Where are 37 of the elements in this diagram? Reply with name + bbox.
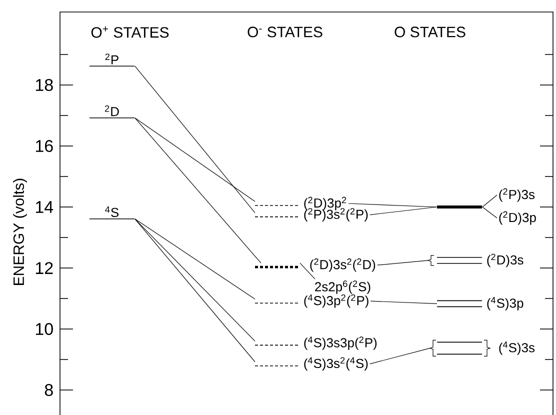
energy-level: $^{2}$D [89, 105, 135, 118]
leader-line [482, 194, 498, 208]
column-heading: O$^{+}$ STATES [91, 26, 169, 38]
energy-level: ($^{2}$D)3s [427, 254, 524, 268]
tick-label: 12 [36, 262, 53, 274]
energy-level: ($^{2}$P)3s$^{2}$($^{2}$P) [254, 208, 368, 222]
energy-level: ($^{4}$S)3p$^{2}$($^{2}$P) [254, 294, 368, 308]
leader-line [482, 206, 498, 218]
tick-label: 10 [36, 322, 53, 336]
energy-level: ($^{4}$S)3s [429, 340, 535, 356]
state-label: ($^{2}$D)3p [499, 211, 536, 225]
leader-line [370, 206, 437, 216]
energy-level: ($^{4}$S)3s3p($^{2}$P) [254, 336, 377, 350]
leader-line [370, 348, 430, 364]
energy-level: $^{2}$P [89, 54, 135, 66]
tick-label: 16 [36, 140, 53, 152]
column-heading: O STATES [394, 26, 466, 38]
energy-level [437, 206, 482, 208]
tick-label: 18 [36, 78, 53, 92]
leader-line [377, 260, 428, 266]
energy-level: $^{4}$S [89, 206, 135, 220]
state-label: 2s2p$^{6}$($^{2}$S) [315, 280, 370, 294]
connector-line [134, 66, 256, 214]
connector-line [134, 118, 256, 202]
leader-line [348, 203, 437, 208]
connector-line [134, 118, 262, 264]
column-heading: O$^{-}$ STATES [248, 26, 322, 38]
state-label: ($^{2}$P)3s [499, 188, 535, 202]
axis-title: ENERGY (volts) [13, 178, 27, 285]
connector-line [134, 218, 256, 300]
leader-line [370, 300, 438, 304]
energy-level: ($^{4}$S)3p [436, 297, 524, 310]
energy-level: ($^{2}$D)3s$^{2}$($^{2}$D) [255, 258, 376, 272]
leader-line [300, 262, 316, 280]
tick-label: 14 [36, 201, 54, 213]
energy-level: ($^{4}$S)3s$^{2}$($^{4}$S) [254, 357, 368, 371]
tick-label: 8 [44, 384, 53, 396]
